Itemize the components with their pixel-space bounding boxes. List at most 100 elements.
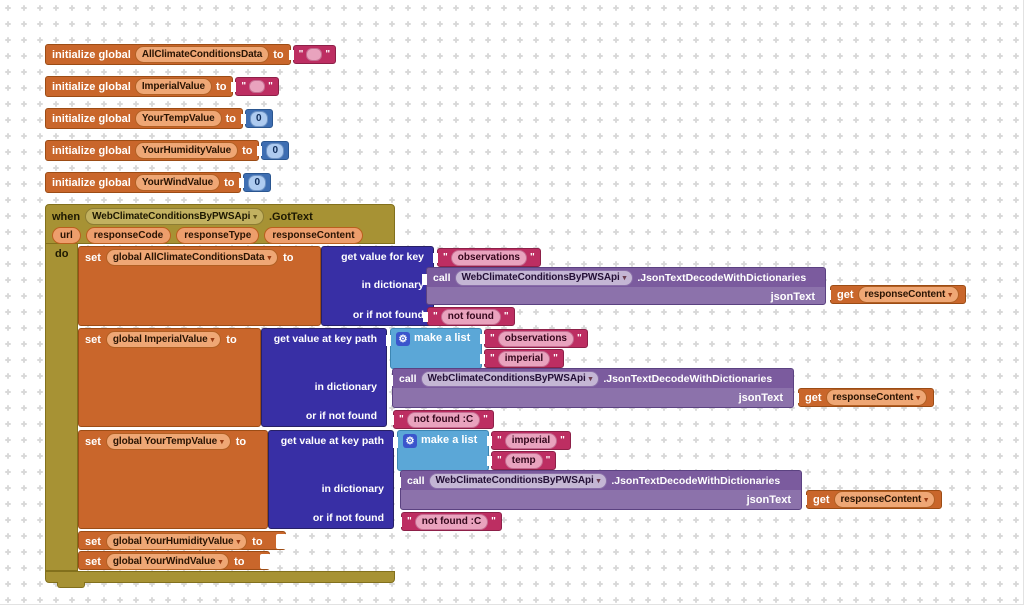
get-label: get [813, 493, 830, 506]
set-variable-block[interactable]: set global ImperialValue▾ to [78, 328, 261, 427]
variable-dropdown[interactable]: responseContent▾ [825, 389, 927, 406]
get-variable-block[interactable]: get responseContent▾ [826, 285, 966, 304]
open-quote: " [433, 311, 438, 322]
empty-string-field[interactable] [306, 48, 323, 61]
variable-dropdown[interactable]: global YourWindValue▾ [105, 553, 230, 570]
make-a-list-block[interactable]: ⚙ make a list [386, 328, 482, 369]
empty-value-socket[interactable] [276, 534, 287, 549]
init-global-header[interactable]: initialize global YourWindValue to [45, 172, 242, 193]
to-label: to [283, 251, 294, 264]
string-block[interactable]: " not found :C " [397, 512, 502, 531]
variable-name-field[interactable]: YourHumidityValue [134, 142, 239, 159]
variable-dropdown[interactable]: global AllClimateConditionsData▾ [105, 249, 279, 266]
close-quote: " [577, 333, 582, 344]
variable-dropdown[interactable]: global YourHumidityValue▾ [105, 533, 248, 550]
dropdown-caret-icon: ▾ [622, 272, 627, 282]
string-block[interactable]: " temp " [486, 451, 557, 470]
init-global-header[interactable]: initialize global YourTempValue to [45, 108, 244, 129]
set-variable-block[interactable]: set global AllClimateConditionsData▾ to [78, 246, 321, 326]
string-block[interactable]: " " [231, 77, 279, 96]
event-param-responseContent[interactable]: responseContent [264, 227, 363, 244]
string-field[interactable]: not found [440, 308, 501, 325]
dict-get-value-at-key-path-block[interactable]: get value at key path in dictionary or i… [261, 328, 387, 427]
string-block[interactable]: " imperial " [480, 349, 564, 368]
string-field[interactable]: not found :C [406, 411, 481, 428]
call-label: call [399, 372, 417, 385]
number-field[interactable]: 0 [250, 110, 268, 127]
event-param-responseCode[interactable]: responseCode [85, 227, 172, 244]
component-dropdown[interactable]: WebClimateConditionsByPWSApi▾ [428, 472, 608, 489]
when-header[interactable]: when WebClimateConditionsByPWSApi ▾ .Got… [45, 204, 395, 244]
set-variable-block[interactable]: set global YourTempValue▾ to [78, 430, 268, 529]
string-field[interactable]: imperial [504, 432, 558, 449]
number-field[interactable]: 0 [248, 174, 267, 191]
in-dictionary-label: in dictionary [321, 483, 384, 495]
key-path-label: get value at key path [273, 333, 377, 345]
component-dropdown[interactable]: WebClimateConditionsByPWSApi ▾ [85, 208, 264, 225]
event-param-url[interactable]: url [52, 227, 81, 244]
mutator-gear-icon[interactable]: ⚙ [396, 332, 410, 346]
close-quote: " [560, 435, 565, 446]
init-global-block[interactable]: initialize global YourWindValue to 0 [45, 172, 272, 193]
string-block[interactable]: " " [288, 45, 337, 64]
string-field[interactable]: temp [504, 452, 543, 469]
call-method-block[interactable]: call WebClimateConditionsByPWSApi▾ .Json… [396, 470, 802, 510]
to-label: to [252, 535, 263, 548]
to-label: to [225, 112, 237, 125]
call-method-block[interactable]: call WebClimateConditionsByPWSApi▾ .Json… [422, 267, 826, 305]
get-variable-block[interactable]: get responseContent▾ [802, 490, 942, 509]
variable-dropdown[interactable]: global ImperialValue▾ [105, 331, 222, 348]
string-field[interactable]: imperial [497, 350, 551, 367]
empty-value-socket[interactable] [260, 554, 271, 569]
string-block[interactable]: " observations " [433, 248, 541, 267]
string-field[interactable]: not found :C [414, 513, 489, 530]
number-field[interactable]: 0 [266, 142, 285, 159]
not-found-label: or if not found [312, 512, 384, 524]
init-global-header[interactable]: initialize global AllClimateConditionsDa… [45, 44, 291, 65]
string-block[interactable]: " not found :C " [389, 410, 494, 429]
close-quote: " [491, 516, 496, 527]
get-label: get [837, 288, 854, 301]
init-global-header[interactable]: initialize global ImperialValue to [45, 76, 234, 97]
number-block[interactable]: 0 [257, 141, 290, 160]
string-block[interactable]: " observations " [480, 329, 588, 348]
component-dropdown[interactable]: WebClimateConditionsByPWSApi▾ [420, 370, 600, 387]
number-block[interactable]: 0 [239, 173, 272, 192]
when-event-block[interactable]: when WebClimateConditionsByPWSApi ▾ .Got… [45, 204, 995, 596]
variable-name-field[interactable]: AllClimateConditionsData [134, 46, 270, 63]
open-quote: " [490, 333, 495, 344]
component-dropdown[interactable]: WebClimateConditionsByPWSApi▾ [454, 269, 634, 286]
variable-name-field[interactable]: YourTempValue [134, 110, 222, 127]
open-quote: " [298, 49, 304, 60]
to-label: to [224, 176, 235, 189]
open-quote: " [241, 81, 247, 92]
call-method-block[interactable]: call WebClimateConditionsByPWSApi▾ .Json… [388, 368, 794, 408]
event-param-responseType[interactable]: responseType [176, 227, 260, 244]
get-variable-block[interactable]: get responseContent▾ [794, 388, 934, 407]
variable-dropdown[interactable]: responseContent▾ [857, 286, 959, 303]
init-global-block[interactable]: initialize global ImperialValue to " " [45, 76, 279, 97]
variable-dropdown[interactable]: global YourTempValue▾ [105, 433, 231, 450]
dict-get-value-at-key-path-block[interactable]: get value at key path in dictionary or i… [268, 430, 394, 529]
init-global-block[interactable]: initialize global YourHumidityValue to 0 [45, 140, 290, 161]
mutator-gear-icon[interactable]: ⚙ [403, 434, 417, 448]
string-field[interactable]: observations [450, 249, 527, 266]
variable-name-field[interactable]: ImperialValue [134, 78, 213, 95]
init-global-header[interactable]: initialize global YourHumidityValue to [45, 140, 260, 161]
init-global-block[interactable]: initialize global YourTempValue to 0 [45, 108, 273, 129]
jsonText-param-label: jsonText [746, 493, 791, 506]
set-variable-block[interactable]: set global YourHumidityValue▾ to [78, 531, 287, 550]
make-a-list-block[interactable]: ⚙ make a list [393, 430, 489, 471]
empty-string-field[interactable] [249, 80, 266, 93]
number-block[interactable]: 0 [241, 109, 273, 128]
set-variable-block[interactable]: set global YourWindValue▾ to [78, 551, 271, 570]
init-global-block[interactable]: initialize global AllClimateConditionsDa… [45, 44, 337, 65]
variable-dropdown[interactable]: responseContent▾ [833, 491, 935, 508]
string-block[interactable]: " imperial " [487, 431, 571, 450]
string-field[interactable]: observations [497, 330, 574, 347]
string-block[interactable]: " not found " [423, 307, 515, 326]
dict-get-value-for-key-block[interactable]: get value for key in dictionary or if no… [321, 246, 434, 326]
dropdown-caret-icon: ▾ [948, 289, 952, 299]
variable-name-field[interactable]: YourWindValue [134, 174, 221, 191]
